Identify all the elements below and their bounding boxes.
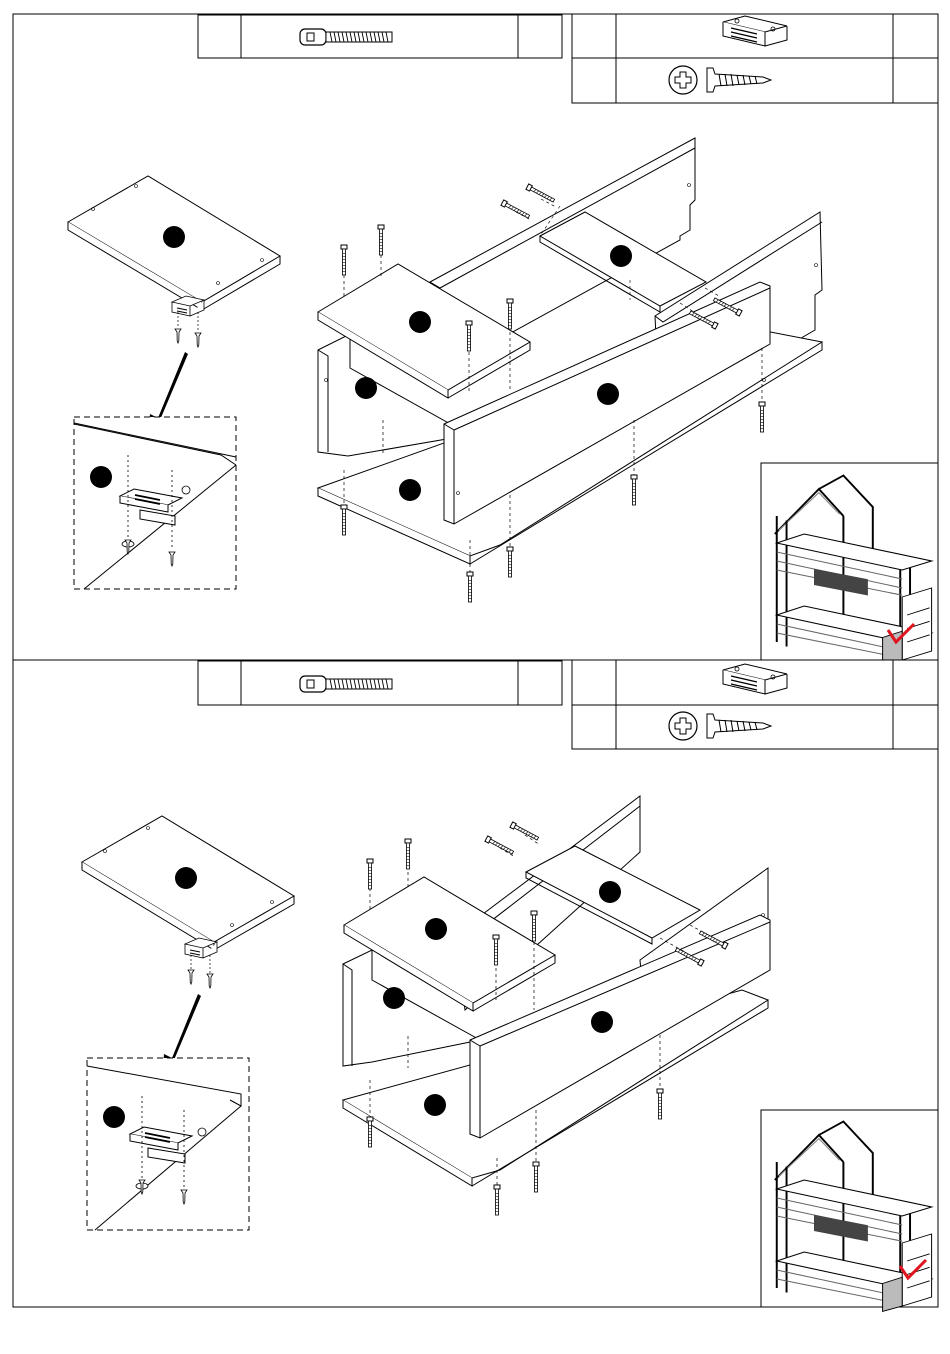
main-assembly (343, 796, 770, 1215)
hardware-box-bracket-screw (572, 14, 938, 103)
bunk-bed-thumbnail (761, 463, 938, 665)
part-marker (103, 1106, 125, 1128)
main-assembly (318, 138, 822, 602)
part-marker (355, 377, 377, 399)
part-marker (383, 987, 405, 1009)
part-marker (599, 881, 621, 903)
detail-inset (74, 417, 236, 589)
part-marker (597, 383, 619, 405)
hardware-box-bolt (198, 661, 562, 705)
part-marker (90, 466, 112, 488)
part-marker (163, 226, 185, 248)
detail-inset (87, 1058, 249, 1230)
hardware-box-bolt (198, 15, 562, 58)
step-2 (13, 660, 938, 1311)
part-marker (409, 311, 431, 333)
part-marker (610, 245, 632, 267)
part-marker (175, 867, 197, 889)
step-1 (13, 14, 938, 665)
loose-shelf-panel (68, 176, 280, 436)
part-marker (591, 1011, 613, 1033)
hardware-box-bracket-screw (572, 660, 938, 749)
loose-shelf-panel (82, 816, 294, 1076)
part-marker (425, 918, 447, 940)
part-marker (399, 479, 421, 501)
part-marker (424, 1094, 446, 1116)
bunk-bed-thumbnail (761, 1110, 938, 1311)
